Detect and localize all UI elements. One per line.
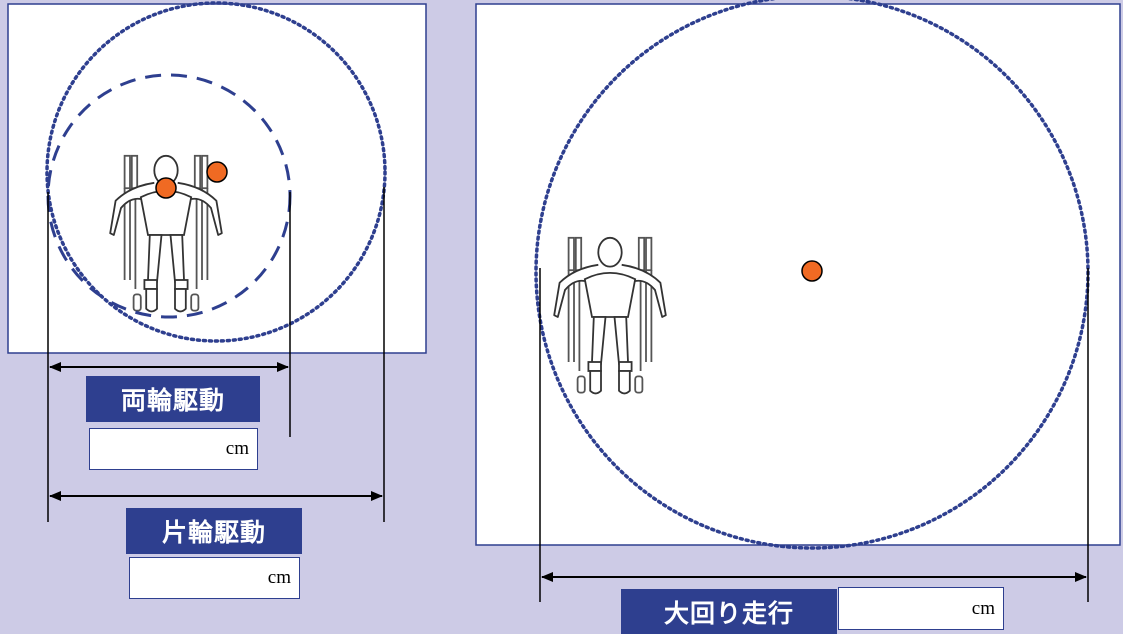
wide-turn-input[interactable]: cm (838, 587, 1004, 630)
wide-turn-pivot-icon (801, 260, 823, 282)
single-wheel-pivot-icon (206, 161, 228, 183)
single-wheel-drive-unit: cm (267, 567, 291, 588)
both-wheel-drive-unit: cm (225, 438, 249, 459)
both-wheel-drive-input[interactable]: cm (89, 428, 258, 470)
both-wheel-drive-label: 両輪駆動 (86, 376, 260, 422)
wide-turn-label: 大回り走行 (621, 589, 837, 634)
wide-turn-unit: cm (971, 597, 995, 619)
single-wheel-turning-circle (45, 1, 387, 343)
single-wheel-drive-input[interactable]: cm (129, 557, 300, 599)
single-wheel-drive-label: 片輪駆動 (126, 508, 302, 554)
both-wheel-pivot-icon (155, 177, 177, 199)
